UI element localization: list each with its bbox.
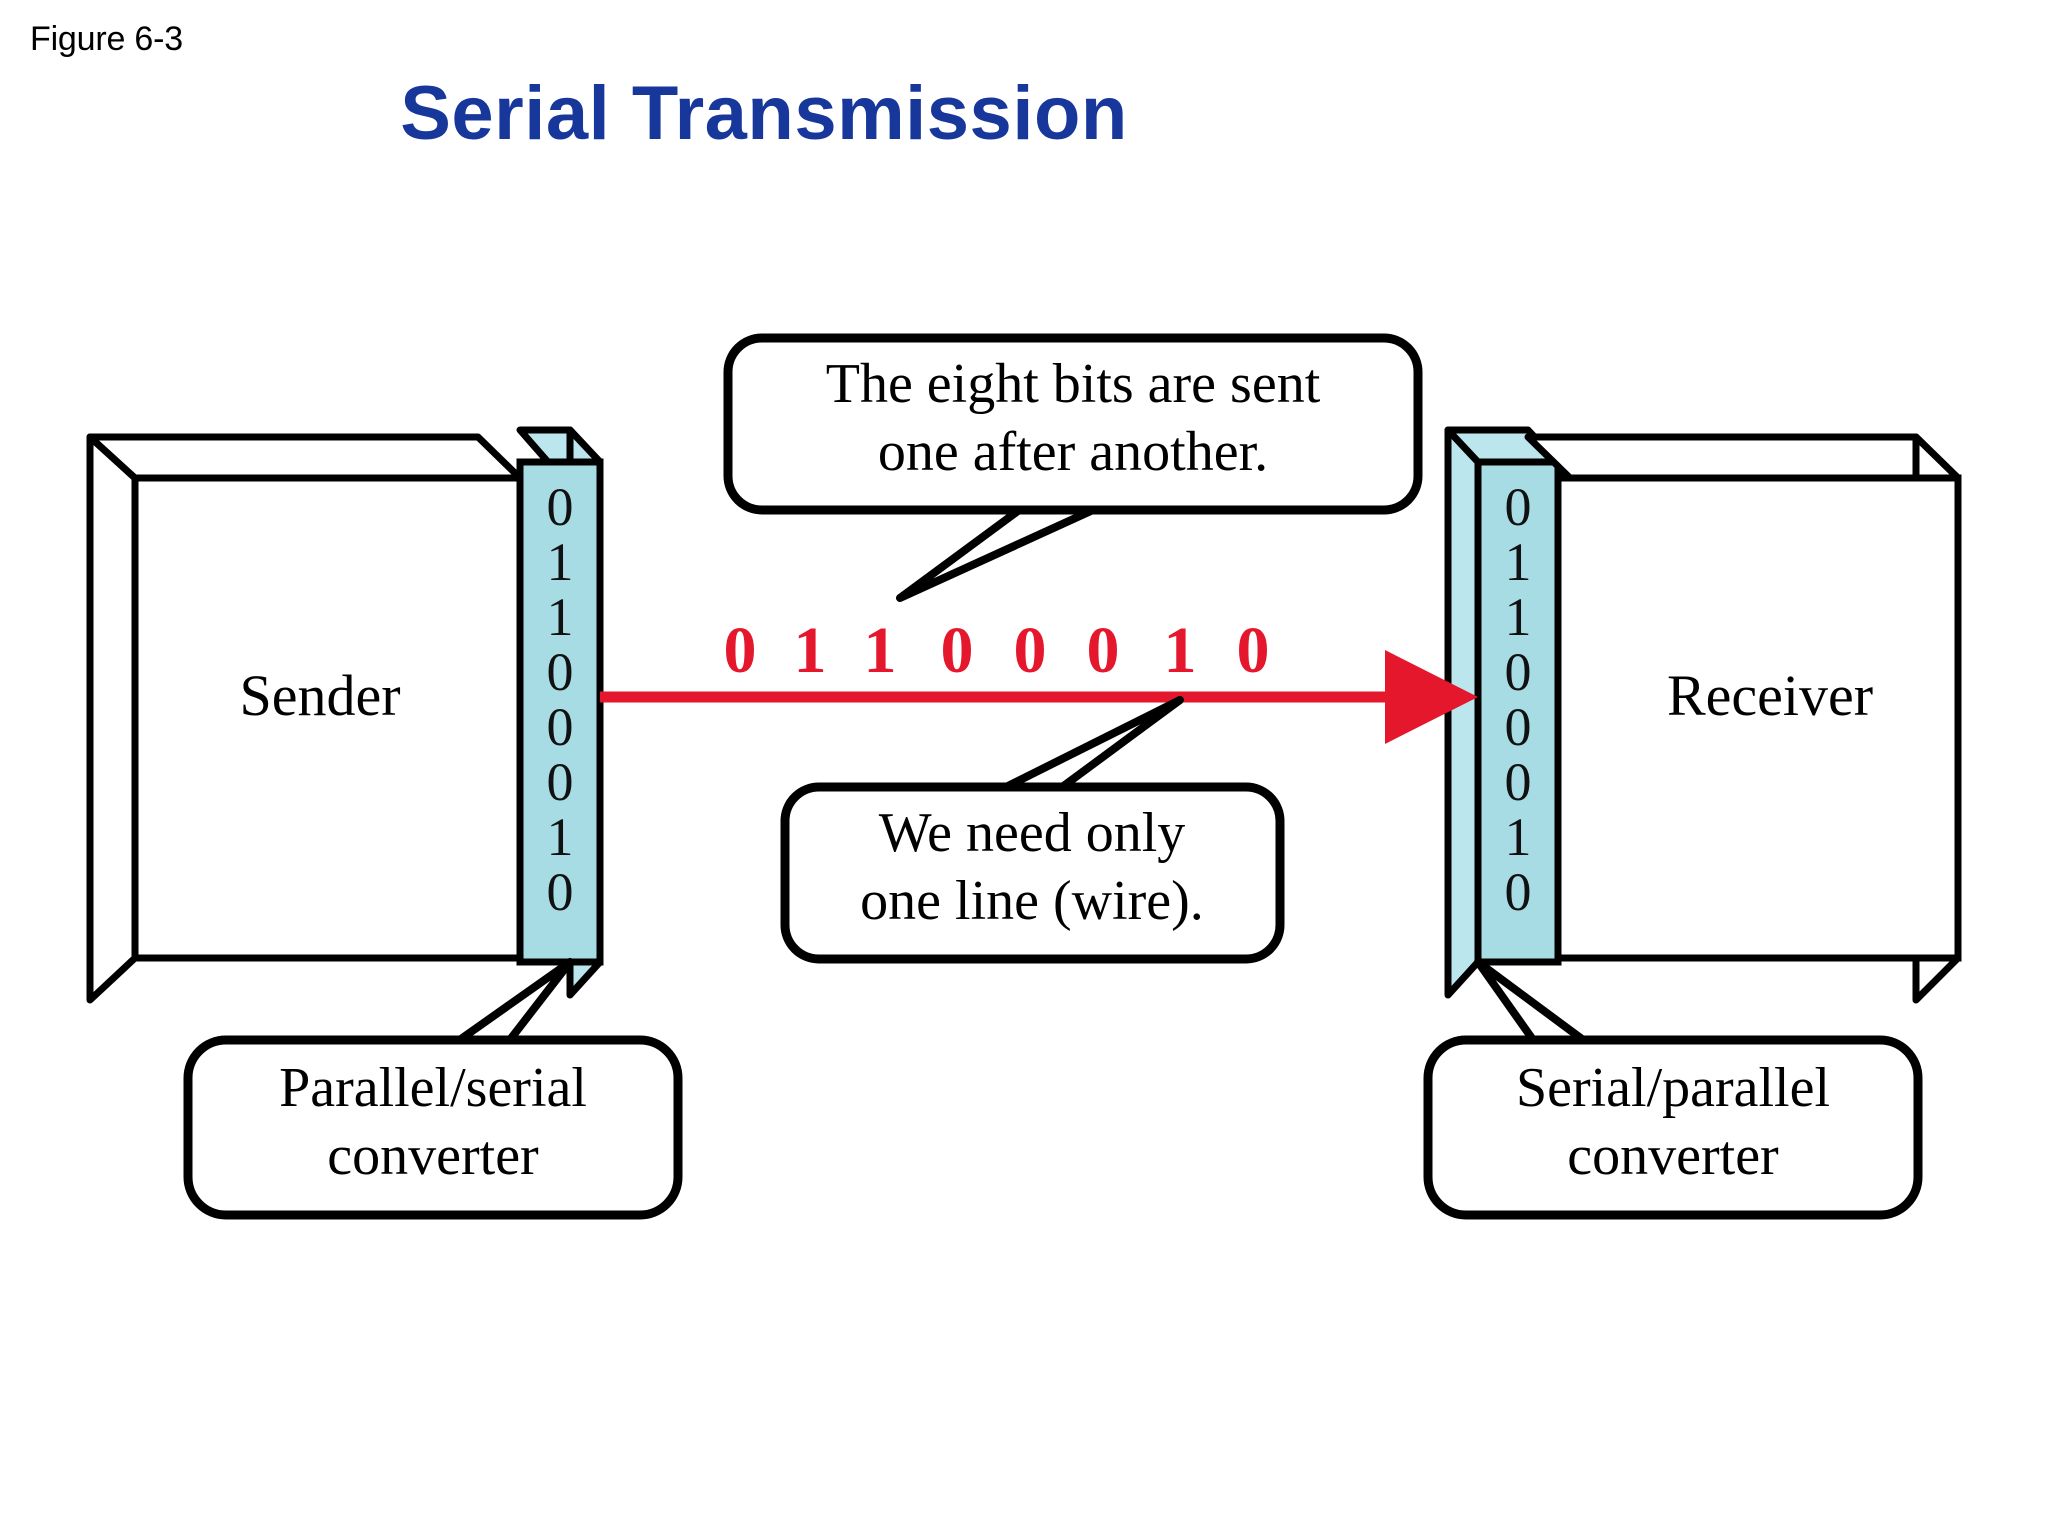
sender-bit-5: 0 xyxy=(547,752,574,812)
callout-receiver-converter: Serial/parallel converter xyxy=(1423,958,1923,1220)
receiver-label: Receiver xyxy=(1667,663,1873,728)
sender-bit-1: 1 xyxy=(547,532,574,592)
sender-bit-4: 0 xyxy=(547,697,574,757)
receiver-bit-0: 0 xyxy=(1505,477,1532,537)
wire-bit-7: 0 xyxy=(1237,614,1270,687)
callout-sender-converter-line-2: converter xyxy=(327,1125,539,1187)
sender-bit-3: 0 xyxy=(547,642,574,702)
wire-bit-3: 0 xyxy=(941,614,974,687)
receiver-bit-5: 0 xyxy=(1505,752,1532,812)
callout-bottom-line-1: We need only xyxy=(879,802,1186,864)
sender-bit-7: 0 xyxy=(547,862,574,922)
callout-top-bubble xyxy=(723,333,1423,515)
figure-label: Figure 6-3 xyxy=(30,20,183,58)
receiver-bit-2: 1 xyxy=(1505,587,1532,647)
wire-bit-6: 1 xyxy=(1164,614,1197,687)
receiver-node: Receiver 0 1 1 0 0 0 1 0 xyxy=(1444,426,1962,1004)
callout-top-line-2: one after another. xyxy=(878,421,1268,483)
callout-receiver-converter-line-1: Serial/parallel xyxy=(1516,1057,1830,1119)
receiver-box-top-face xyxy=(1524,433,1962,482)
receiver-bit-3: 0 xyxy=(1505,642,1532,702)
receiver-converter-bit-column: 0 1 1 0 0 0 1 0 xyxy=(1505,477,1532,922)
callout-sender-converter: Parallel/serial converter xyxy=(183,958,683,1220)
wire-bit-4: 0 xyxy=(1014,614,1047,687)
sender-converter-bit-column: 0 1 1 0 0 0 1 0 xyxy=(547,477,574,922)
sender-box-front-face xyxy=(131,474,524,962)
sender-label: Sender xyxy=(239,663,400,728)
serial-wire xyxy=(600,650,1478,744)
sender-box-top-face xyxy=(86,433,524,482)
callout-top-line-1: The eight bits are sent xyxy=(826,353,1321,415)
receiver-box-front-face xyxy=(1554,474,1962,962)
wire-bit-stream: 0 1 1 0 0 0 1 0 xyxy=(724,614,1270,687)
callout-bottom-tail xyxy=(996,696,1184,800)
receiver-bit-4: 0 xyxy=(1505,697,1532,757)
receiver-bit-1: 1 xyxy=(1505,532,1532,592)
wire-bit-5: 0 xyxy=(1087,614,1120,687)
receiver-bit-7: 0 xyxy=(1505,862,1532,922)
callout-sender-converter-line-1: Parallel/serial xyxy=(279,1057,587,1119)
wire-bit-2: 1 xyxy=(864,614,897,687)
sender-bit-6: 1 xyxy=(547,807,574,867)
callout-sender-converter-bubble xyxy=(183,1035,683,1220)
sender-node: Sender 0 1 1 0 0 0 1 0 xyxy=(86,426,604,1004)
callout-bottom-line-2: one line (wire). xyxy=(860,870,1204,932)
sender-box-left-face xyxy=(86,433,139,1004)
callout-top: The eight bits are sent one after anothe… xyxy=(723,333,1423,602)
wire-arrowhead-icon xyxy=(1385,650,1478,744)
page-title: Serial Transmission xyxy=(400,71,1128,156)
receiver-converter-side-face xyxy=(1444,426,1482,999)
callout-bottom-bubble xyxy=(780,782,1285,964)
sender-bit-0: 0 xyxy=(547,477,574,537)
callout-bottom: We need only one line (wire). xyxy=(780,696,1285,964)
wire-bit-0: 0 xyxy=(724,614,757,687)
receiver-converter-front-face xyxy=(1474,458,1562,966)
callout-receiver-converter-line-2: converter xyxy=(1567,1125,1779,1187)
receiver-bit-6: 1 xyxy=(1505,807,1532,867)
sender-bit-2: 1 xyxy=(547,587,574,647)
sender-converter-front-face xyxy=(516,458,604,966)
wire-bit-1: 1 xyxy=(794,614,827,687)
callout-receiver-converter-bubble xyxy=(1423,1035,1923,1220)
